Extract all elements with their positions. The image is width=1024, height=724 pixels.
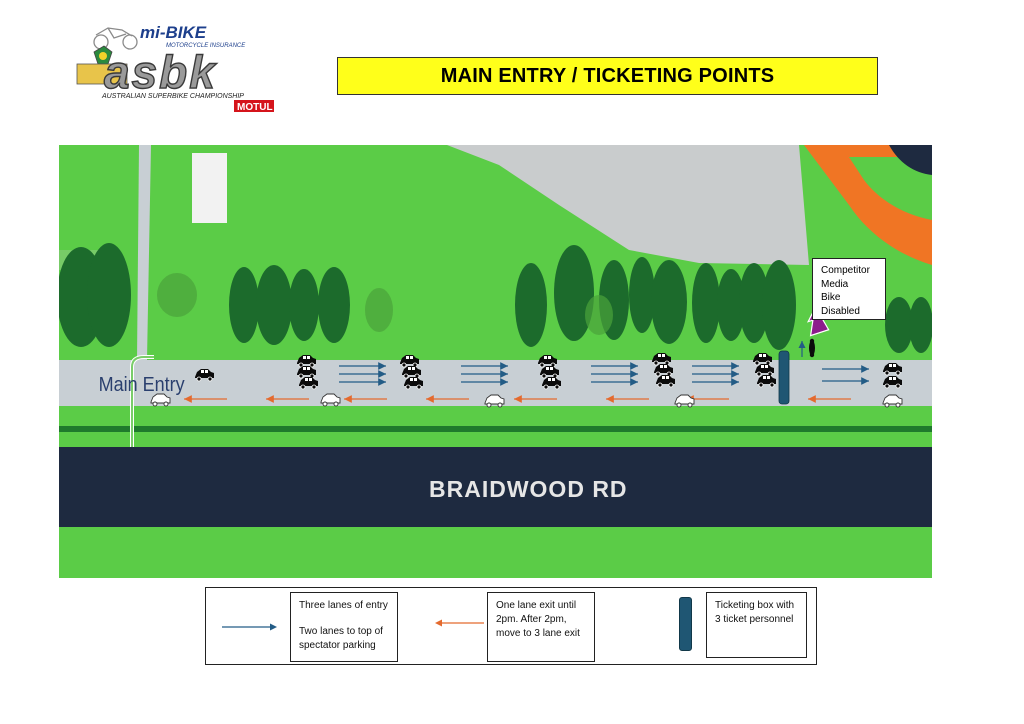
legend-ticket-text: Ticketing box with 3 ticket personnel	[715, 600, 795, 625]
legend-entry-box: Three lanes of entry Two lanes to top of…	[290, 592, 398, 662]
ticketing-box	[778, 350, 790, 405]
legend-ticket-box-icon	[679, 597, 692, 651]
legend-entry-text-1: Three lanes of entry	[299, 600, 388, 611]
legend-exit-arrow-icon	[435, 619, 484, 627]
sponsor-text: MOTUL	[237, 102, 273, 113]
trees	[57, 243, 933, 353]
brand-top: mi-BIKE	[140, 23, 207, 42]
page-title: MAIN ENTRY / TICKETING POINTS	[337, 57, 878, 95]
championship-text: AUSTRALIAN SUPERBIKE CHAMPIONSHIP	[101, 93, 244, 100]
legend-exit-text: One lane exit until 2pm. After 2pm, move…	[496, 600, 580, 639]
entry-arrows	[339, 362, 869, 386]
callout-line: Media	[821, 278, 849, 290]
legend: Three lanes of entry Two lanes to top of…	[205, 587, 817, 665]
braidwood-road	[59, 447, 932, 527]
entry-map: Main Entry BRAIDWOOD RD	[57, 145, 933, 578]
legend-entry-arrow-icon	[222, 623, 277, 631]
callout-line: Bike	[821, 292, 841, 303]
legend-ticket-box: Ticketing box with 3 ticket personnel	[706, 592, 807, 658]
asbk-logo: mi-BIKE MOTORCYCLE INSURANCE asbk AUSTRA…	[74, 22, 314, 114]
emblem-icon	[93, 45, 113, 65]
legend-entry-text-2: Two lanes to top of spectator parking	[299, 626, 383, 651]
callout-line: Disabled	[821, 305, 860, 317]
callout-line: Competitor	[821, 265, 870, 276]
legend-exit-box: One lane exit until 2pm. After 2pm, move…	[487, 592, 595, 662]
brand-sub: MOTORCYCLE INSURANCE	[166, 43, 246, 49]
callout-access-types: Competitor Media Bike Disabled	[812, 258, 886, 320]
main-entry-label: Main Entry	[99, 374, 185, 396]
wordmark: asbk	[104, 46, 217, 98]
motorbike-icon	[809, 338, 815, 358]
road-label: BRAIDWOOD RD	[429, 476, 628, 502]
